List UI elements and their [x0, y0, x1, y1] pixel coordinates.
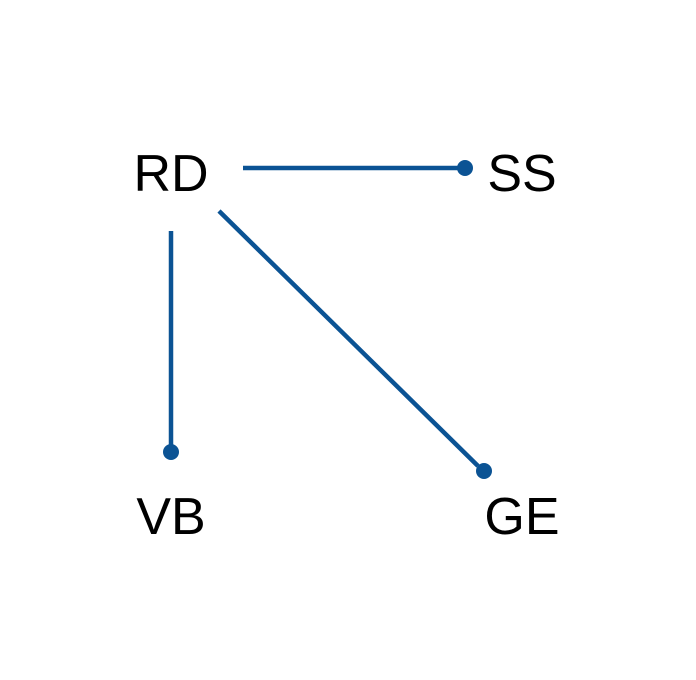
edge-rd-ge-head-dot	[476, 463, 492, 479]
edges-layer	[163, 160, 492, 479]
edge-rd-ge	[217, 209, 480, 468]
nodes-layer: RD SS VB GE	[133, 145, 559, 546]
edge-rd-vb-head-dot	[163, 444, 179, 460]
edge-rd-ss-head-dot	[457, 160, 473, 176]
node-ge-label: GE	[484, 488, 559, 546]
node-ss-label: SS	[487, 145, 556, 203]
node-rd-label: RD	[133, 145, 208, 203]
node-vb-label: VB	[136, 488, 205, 546]
